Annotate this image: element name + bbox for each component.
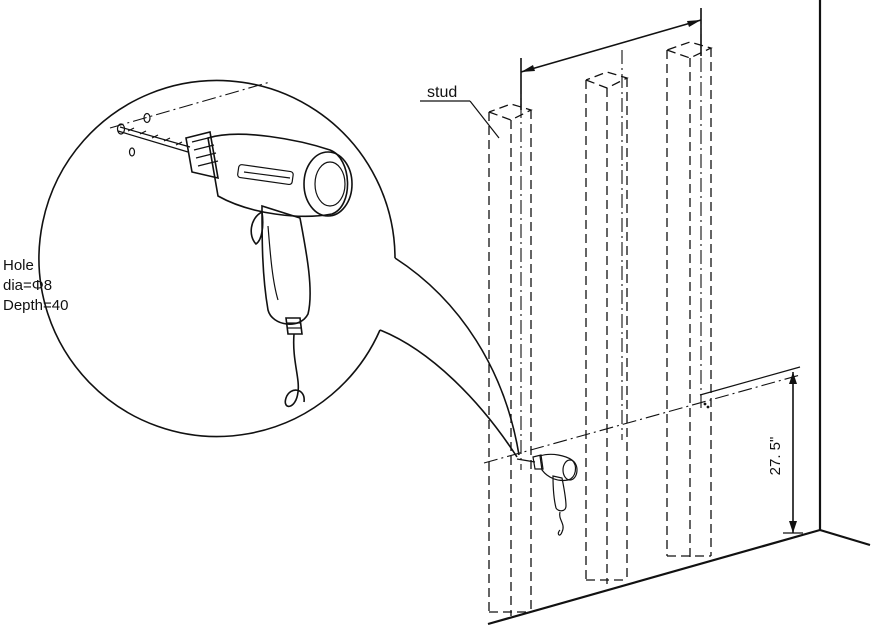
stud-centerlines	[520, 10, 702, 470]
hole-label-line1: Hole	[3, 257, 34, 274]
power-drill-icon	[117, 126, 353, 408]
magnifier-reference-line	[109, 81, 271, 157]
mounting-height-line	[483, 366, 801, 464]
power-drill-icon	[516, 453, 578, 536]
height-dimension-label: 27. 5"	[767, 437, 784, 476]
magnifier-callout	[38, 79, 520, 458]
hole-label-line3: Depth=40	[3, 297, 68, 314]
hole-label-line2: dia=Φ8	[3, 277, 52, 294]
height-dimension	[783, 372, 803, 534]
stud-2	[585, 71, 629, 584]
stud-1	[488, 103, 533, 616]
stud-spacing-dimension	[520, 8, 702, 110]
wall-outline	[487, 0, 871, 626]
stud-label: stud	[427, 84, 457, 101]
stud-3	[666, 41, 713, 560]
stud-leader	[420, 100, 500, 139]
